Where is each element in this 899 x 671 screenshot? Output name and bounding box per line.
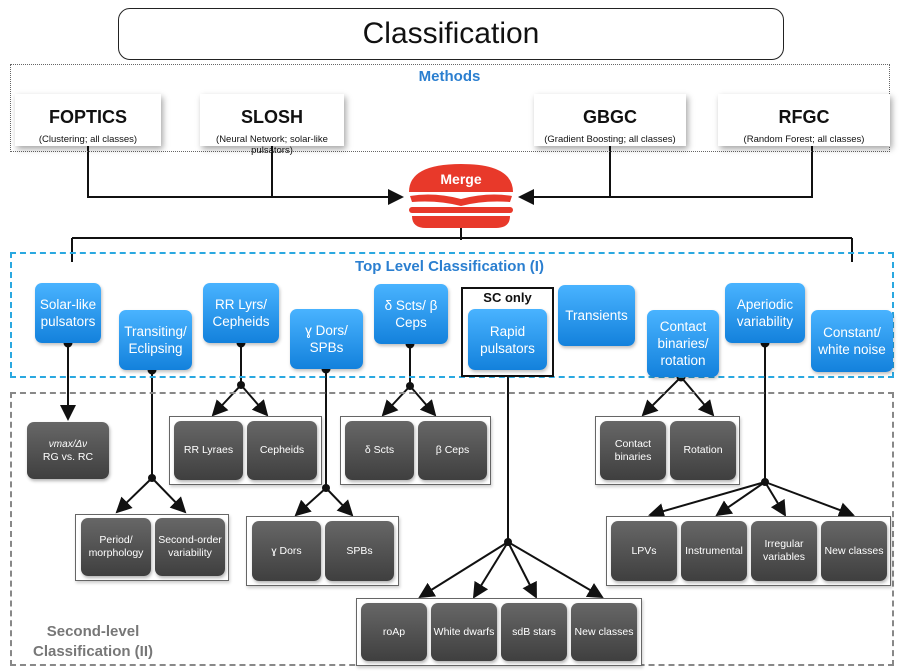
contact-binaries: Contact binaries: [600, 421, 666, 480]
rotation: Rotation: [670, 421, 736, 480]
method-name: RFGC: [778, 107, 830, 127]
method-name: FOPTICS: [48, 107, 127, 127]
class-transients: Transients: [558, 285, 635, 346]
method-gbgc: GBGC (Gradient Boosting; all classes): [534, 94, 686, 146]
second-level-label: Second-level Classification (II): [32, 623, 154, 660]
delta-scts: δ Scts: [345, 421, 414, 480]
roap: roAp: [361, 603, 427, 661]
sc-only-label: SC only: [483, 290, 532, 305]
rg-vs-rc: RG vs. RC: [42, 450, 94, 463]
class-transiting-eclipsing: Transiting/ Eclipsing: [119, 310, 192, 370]
method-slosh: SLOSH (Neural Network; solar-like pulsat…: [200, 94, 344, 156]
irregular-variables: Irregular variables: [751, 521, 817, 581]
method-foptics: FOPTICS (Clustering; all classes): [15, 94, 161, 146]
lpvs: LPVs: [611, 521, 677, 581]
instrumental: Instrumental: [681, 521, 747, 581]
top-level-frame: [10, 252, 894, 378]
class-solar-like-pulsators: Solar-like pulsators: [35, 283, 101, 343]
beta-ceps: β Ceps: [418, 421, 487, 480]
class-contact-binaries-rotation: Contact binaries/ rotation: [647, 310, 719, 377]
class-constant-white-noise: Constant/ white noise: [811, 310, 893, 372]
sdb-stars: sdB stars: [501, 603, 567, 661]
page-title: Classification: [118, 8, 784, 60]
method-rfgc: RFGC (Random Forest; all classes): [718, 94, 890, 146]
methods-label: Methods: [418, 68, 481, 85]
gamma-dors: ɣ Dors: [252, 521, 321, 581]
new-classes-aperiodic: New classes: [821, 521, 887, 581]
new-classes-rapid: New classes: [571, 603, 637, 661]
class-aperiodic-variability: Aperiodic variability: [725, 283, 805, 343]
period-morphology: Period/ morphology: [81, 518, 151, 576]
class-rapid-pulsators: Rapid pulsators: [468, 309, 547, 370]
class-dscts-bceps: δ Scts/ β Ceps: [374, 284, 448, 344]
white-dwarfs: White dwarfs: [431, 603, 497, 661]
method-name: GBGC: [583, 107, 637, 127]
method-name: SLOSH: [240, 107, 303, 127]
method-desc: (Gradient Boosting; all classes): [544, 134, 676, 145]
merge-label: Merge: [440, 171, 482, 187]
method-desc: (Neural Network; solar-like pulsators): [216, 134, 328, 156]
cepheids: Cepheids: [247, 421, 317, 480]
burger-icon: [409, 164, 513, 228]
class-rr-lyrs-cepheids: RR Lyrs/ Cepheids: [203, 283, 279, 343]
class-gdors-spbs: ɣ Dors/ SPBs: [290, 309, 363, 369]
second-order-variability: Second-order variability: [155, 518, 225, 576]
spbs: SPBs: [325, 521, 394, 581]
numax-ratio: νmax/Δν: [48, 438, 88, 450]
rr-lyraes: RR Lyraes: [174, 421, 243, 480]
numax-box: νmax/Δν RG vs. RC: [27, 422, 109, 479]
top-level-label: Top Level Classification (I): [355, 258, 544, 275]
method-desc: (Random Forest; all classes): [743, 134, 865, 145]
method-desc: (Clustering; all classes): [38, 134, 138, 145]
